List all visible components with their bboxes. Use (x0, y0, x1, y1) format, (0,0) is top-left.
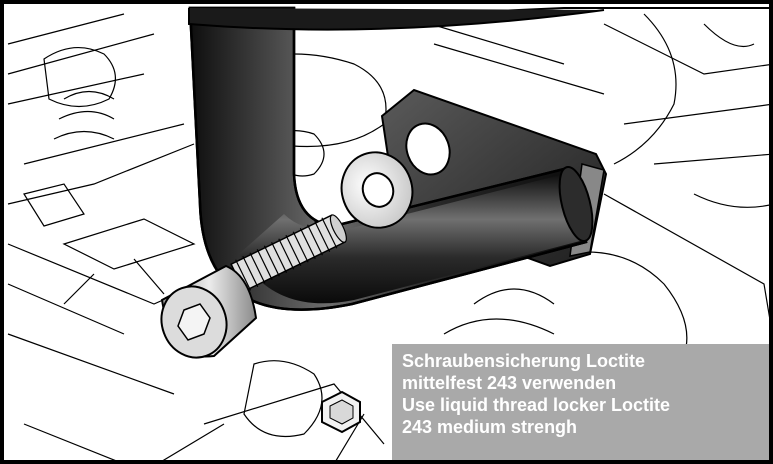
instruction-line-en-2: 243 medium strengh (402, 417, 578, 437)
hex-nut (321, 390, 361, 434)
loctite-instruction-box: Schraubensicherung Loctite mittelfest 24… (392, 344, 769, 460)
instruction-line-de-1: Schraubensicherung Loctite (402, 351, 646, 371)
bent-tube (188, 6, 769, 311)
assembly-diagram (7, 6, 769, 460)
socket-head-bolt (160, 214, 347, 359)
instruction-line-en-1: Use liquid thread locker Loctite (402, 395, 671, 415)
washer (340, 151, 414, 229)
instruction-line-de-2: mittelfest 243 verwenden (402, 373, 617, 393)
